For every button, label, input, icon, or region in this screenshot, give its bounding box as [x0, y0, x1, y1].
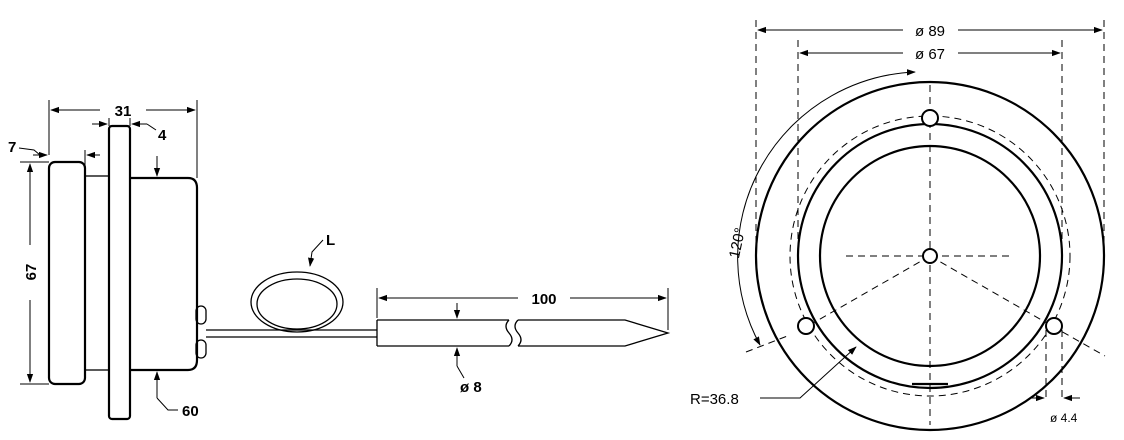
capillary-fitting-top: [195, 305, 207, 325]
dim-flange-thickness: 4: [158, 127, 167, 144]
capillary-coil: [250, 271, 344, 333]
dim-height: 67: [23, 264, 40, 281]
bezel: [47, 160, 87, 386]
mounting-hole-left: [797, 317, 815, 335]
neck: [84, 175, 110, 371]
front-view: ø 89 ø 67 120° R=36.8 ø 4.4: [690, 20, 1106, 432]
dim-overall-depth: 31: [115, 103, 132, 120]
probe-tip: [518, 319, 671, 347]
dim-probe-diameter: ø 8: [460, 379, 482, 396]
dim-bolt-radius: R=36.8: [690, 391, 739, 408]
mounting-hole-right: [1045, 317, 1063, 335]
dim-hole-angle: 120°: [726, 226, 749, 260]
mounting-hole-top: [921, 109, 939, 127]
dim-outer-diameter: ø 89: [915, 23, 945, 40]
dim-body-height: 60: [182, 403, 199, 420]
probe-bulb: [376, 319, 509, 347]
side-view: 31 4 7 67 60 L 100: [8, 100, 671, 421]
probe-break-right: [514, 319, 522, 347]
coil-label: L: [326, 232, 335, 249]
dim-inner-diameter: ø 67: [915, 46, 945, 63]
dim-probe-length: 100: [531, 291, 556, 308]
bolt-circle: [789, 115, 1071, 397]
mounting-flange: [107, 124, 132, 421]
capillary-fitting-bottom: [195, 339, 207, 359]
probe-break-left: [505, 319, 513, 347]
center-hole: [922, 248, 938, 264]
housing-body: [130, 176, 199, 372]
dim-bezel-depth: 7: [8, 139, 16, 156]
capillary-coil-inner: [256, 278, 338, 330]
dim-hole-diameter: ø 4.4: [1050, 411, 1078, 425]
